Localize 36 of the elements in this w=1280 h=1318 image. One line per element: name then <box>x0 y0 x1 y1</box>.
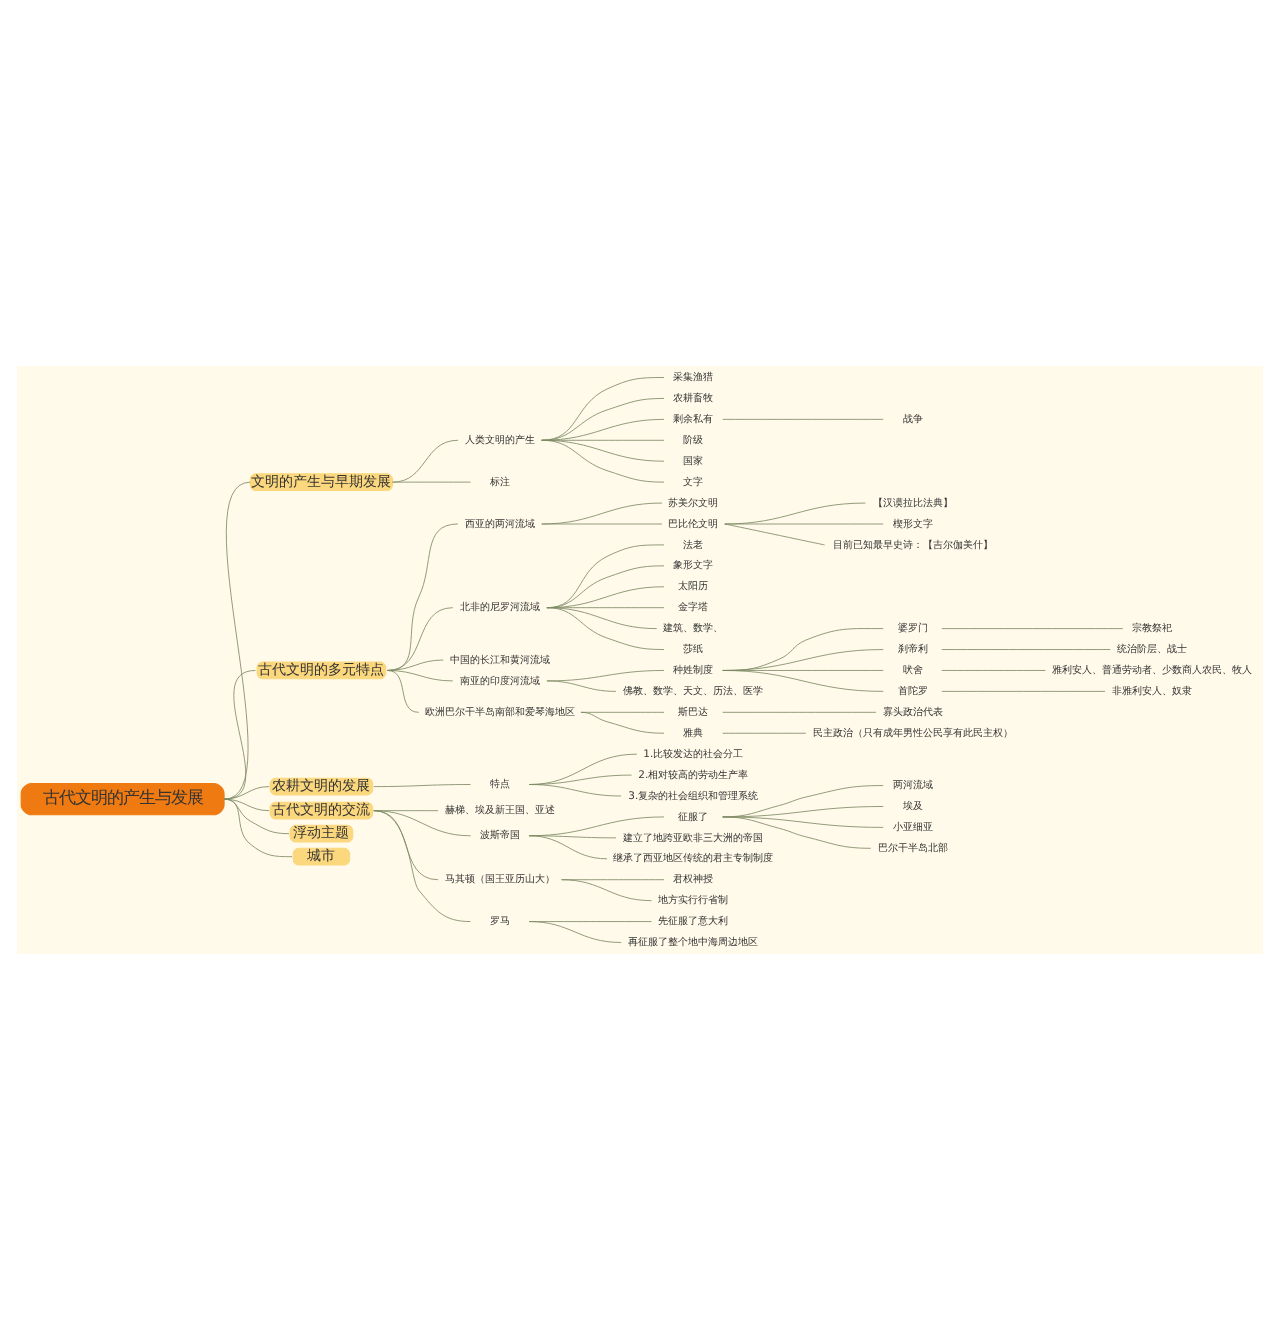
connector <box>941 669 1046 670</box>
connector <box>941 689 1106 691</box>
connector <box>541 417 665 440</box>
connector <box>724 522 826 545</box>
connector <box>722 669 884 691</box>
connector <box>223 480 251 799</box>
connector <box>580 710 665 733</box>
connector <box>392 480 471 482</box>
connector <box>561 878 652 901</box>
connector <box>722 731 807 733</box>
connector <box>724 522 884 524</box>
connector <box>386 669 454 681</box>
connector <box>722 815 872 848</box>
connector <box>546 606 665 649</box>
connector <box>722 417 884 419</box>
node-box: 古代文明的产生与发展 <box>20 781 225 815</box>
connector <box>386 606 454 670</box>
connector <box>373 809 471 921</box>
connector <box>541 397 665 440</box>
connector <box>546 679 617 691</box>
connector <box>386 669 420 712</box>
connector <box>541 438 665 482</box>
connector <box>223 797 293 857</box>
connector <box>541 376 665 440</box>
connector <box>373 783 471 786</box>
connector <box>541 501 663 524</box>
connector <box>528 783 622 796</box>
connector <box>941 627 1124 629</box>
connector <box>223 785 270 799</box>
connector <box>528 920 622 942</box>
connector <box>941 648 1111 649</box>
connector <box>541 522 663 524</box>
connector <box>528 834 608 859</box>
connector <box>722 710 877 712</box>
connector <box>373 809 471 836</box>
connector <box>386 522 459 670</box>
